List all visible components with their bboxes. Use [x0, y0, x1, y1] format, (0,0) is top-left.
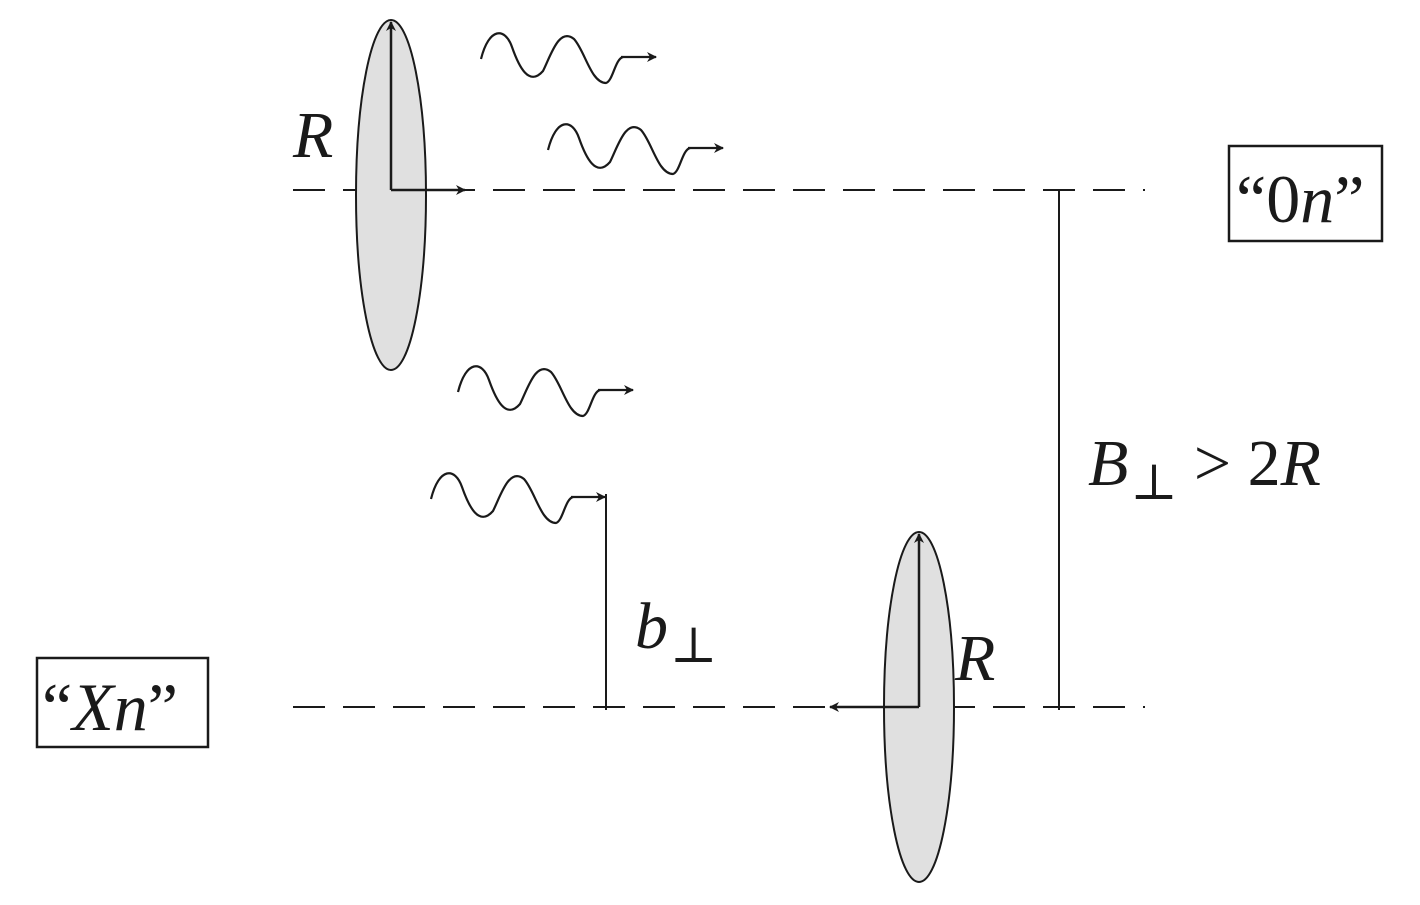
bottom-var-X: X: [69, 669, 116, 745]
top-nucleus: [355, 19, 466, 371]
bottom-var-n: n: [114, 669, 148, 745]
top-nucleus-ellipse: [355, 19, 427, 371]
impact-parameter-B-label: B⊥ > 2R: [1088, 427, 1321, 510]
top-digit: 0: [1266, 161, 1300, 237]
top-label-box: [1227, 144, 1384, 243]
top-nucleus-radius-label: R: [292, 99, 333, 172]
top-open-quote: “: [1236, 161, 1266, 237]
photon-2-group: [546, 123, 724, 176]
photon-1-group: [479, 32, 657, 85]
B-op: > 2: [1177, 427, 1280, 500]
B-var: B: [1088, 427, 1128, 500]
B-sub: ⊥: [1130, 454, 1177, 510]
b-sub: ⊥: [670, 617, 717, 673]
photon-1: [481, 26, 543, 59]
photon-4-group: [429, 472, 606, 525]
top-var: n: [1300, 161, 1334, 237]
bottom-open-quote: “: [42, 669, 72, 745]
b-var: b: [635, 590, 668, 663]
impact-parameter-b-label: b⊥: [635, 590, 717, 673]
bottom-close-quote: ”: [148, 669, 178, 745]
bottom-nucleus: [829, 531, 955, 883]
top-label-text: “0n”: [1236, 161, 1364, 237]
bottom-label-text: “Xn”: [42, 669, 178, 745]
photon-3-group: [456, 365, 634, 418]
top-close-quote: ”: [1334, 161, 1364, 237]
B-R: R: [1280, 427, 1321, 500]
bottom-label-box: [35, 656, 210, 749]
bottom-nucleus-radius-label: R: [954, 622, 995, 695]
